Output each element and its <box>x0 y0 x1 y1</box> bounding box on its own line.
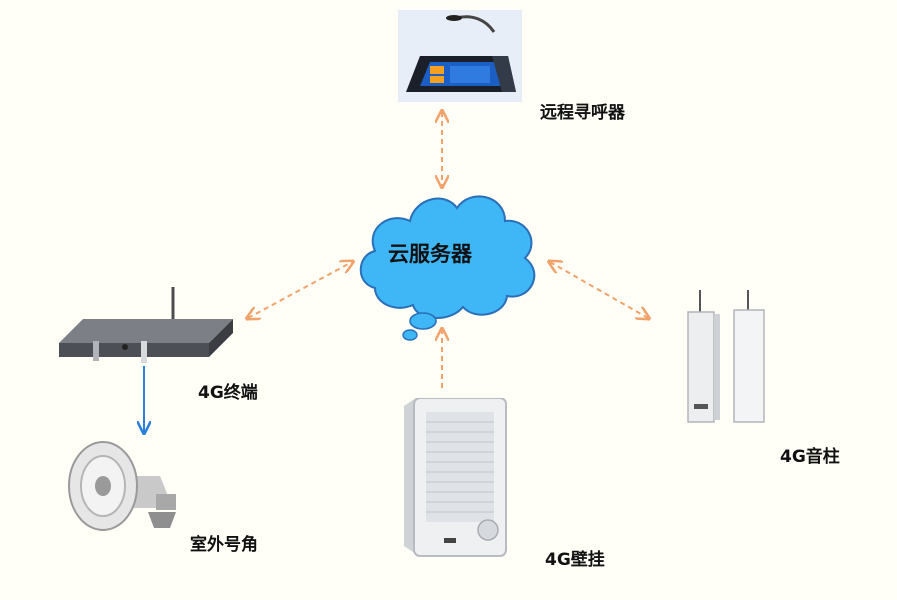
cloud-server-label: 云服务器 <box>388 242 472 266</box>
column-speaker-icon <box>687 290 765 423</box>
wall-speaker-icon <box>404 398 507 557</box>
horn-speaker-icon <box>68 441 176 531</box>
wall-speaker-label: 4G壁挂 <box>545 550 605 570</box>
terminal-label: 4G终端 <box>198 383 258 403</box>
remote-pager-label: 远程寻呼器 <box>540 103 625 123</box>
remote-pager-icon <box>398 10 522 102</box>
column-speaker-label: 4G音柱 <box>780 447 840 467</box>
horn-label: 室外号角 <box>190 535 258 555</box>
link-cloud-column-speaker <box>550 262 648 318</box>
terminal-icon <box>59 287 233 363</box>
link-cloud-terminal <box>248 262 352 318</box>
cloud-icon <box>359 195 536 341</box>
